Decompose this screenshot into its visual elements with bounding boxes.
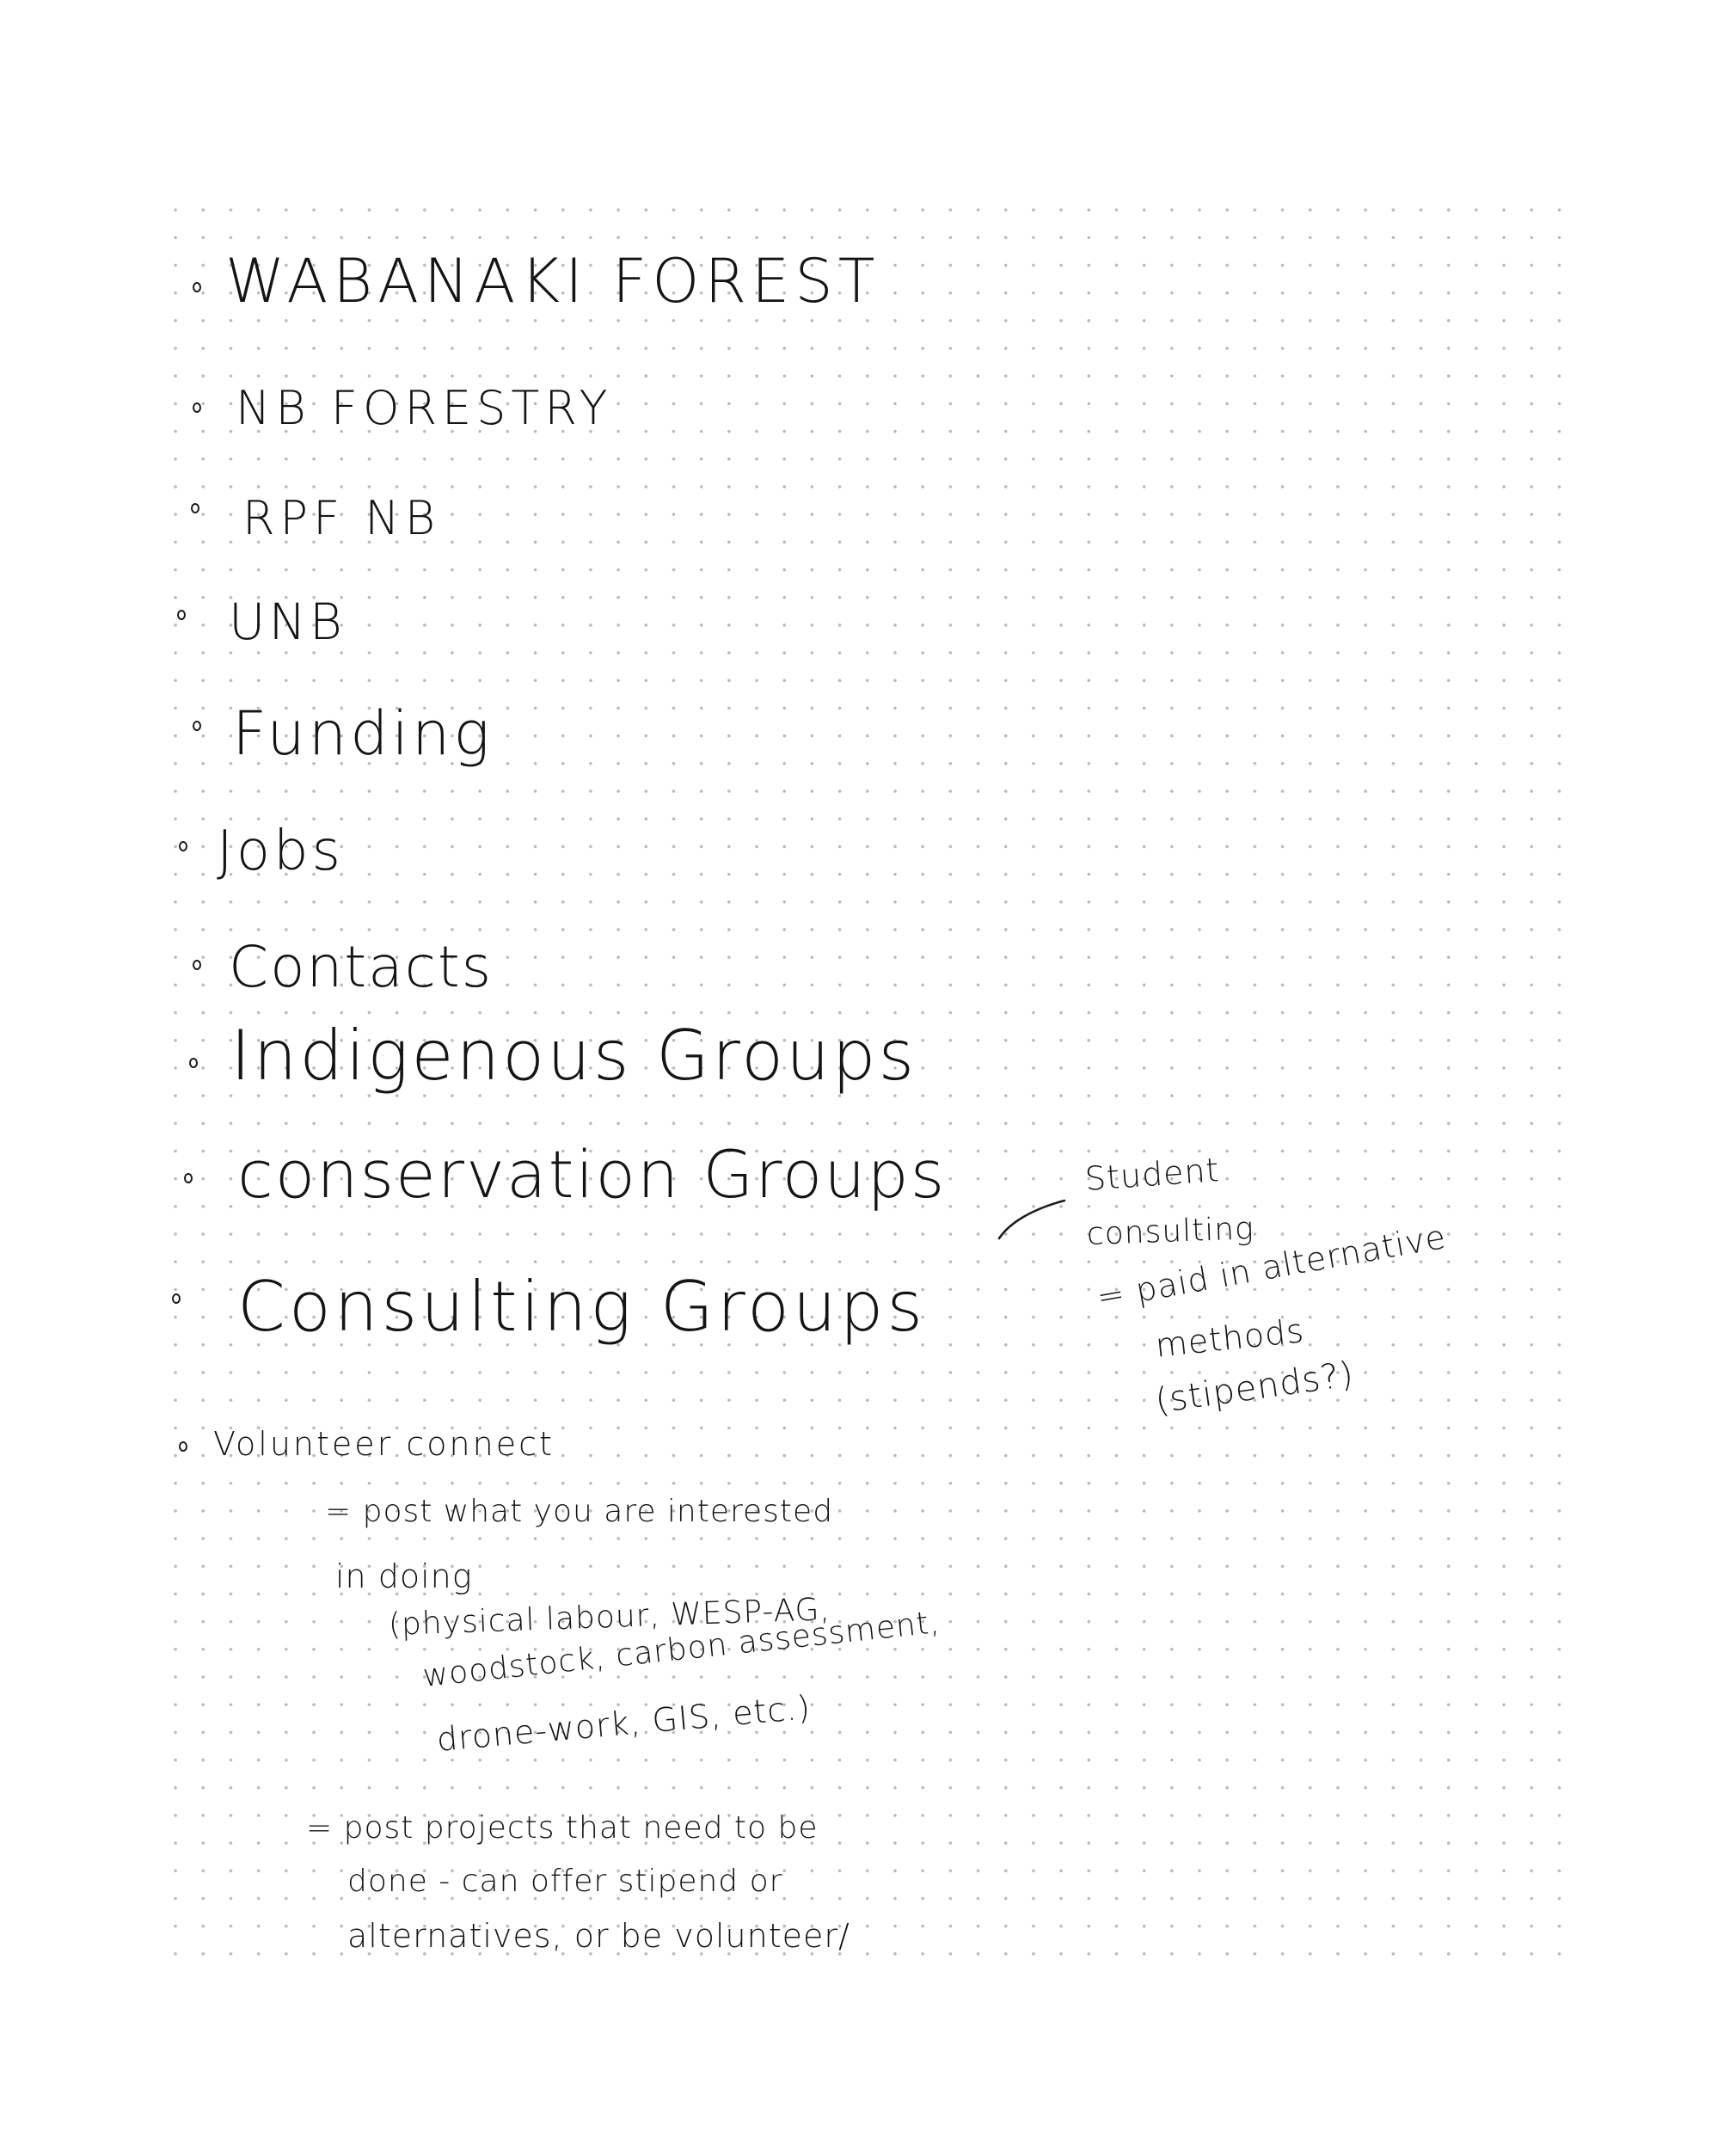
list-item-volunteer-connect: Volunteer connect bbox=[213, 1425, 555, 1463]
volunteer-detail-line: in doing bbox=[335, 1557, 473, 1595]
bullet-icon bbox=[193, 960, 201, 970]
volunteer-detail-line: alternatives, or be volunteer/ bbox=[347, 1917, 850, 1955]
bullet-icon bbox=[191, 503, 199, 513]
bullet-icon bbox=[179, 1441, 187, 1452]
bullet-icon bbox=[177, 610, 186, 620]
list-item-indigenous-groups: Indigenous Groups bbox=[230, 1016, 917, 1096]
list-item-funding: Funding bbox=[232, 698, 494, 769]
bullet-icon bbox=[184, 1173, 193, 1183]
dot-grid-paper bbox=[162, 196, 1572, 1968]
list-item-wabanaki-forest: WABANAKI FOREST bbox=[225, 246, 880, 316]
volunteer-detail-line: = post projects that need to be bbox=[306, 1810, 819, 1846]
bullet-icon bbox=[193, 402, 201, 413]
bullet-icon bbox=[193, 721, 201, 731]
bullet-icon bbox=[193, 282, 201, 292]
bullet-icon bbox=[179, 841, 187, 851]
connector-line bbox=[997, 1199, 1066, 1240]
side-note-consulting: consulting bbox=[1086, 1211, 1255, 1252]
side-note-student: Student bbox=[1083, 1151, 1221, 1198]
list-item-contacts: Contacts bbox=[229, 934, 494, 1000]
volunteer-detail-line: done - can offer stipend or bbox=[347, 1864, 783, 1899]
volunteer-detail-line: = post what you are interested bbox=[325, 1494, 834, 1529]
list-item-unb: UNB bbox=[229, 593, 346, 651]
bullet-icon bbox=[189, 1058, 198, 1068]
list-item-jobs: Jobs bbox=[217, 820, 344, 883]
list-item-nb-forestry: NB FORESTRY bbox=[236, 381, 613, 435]
bullet-icon bbox=[172, 1293, 181, 1304]
list-item-consulting-groups: Consulting Groups bbox=[237, 1267, 927, 1347]
list-item-rpf-nb: RPF NB bbox=[242, 491, 441, 545]
list-item-conservation-groups: conservation Groups bbox=[237, 1136, 947, 1213]
